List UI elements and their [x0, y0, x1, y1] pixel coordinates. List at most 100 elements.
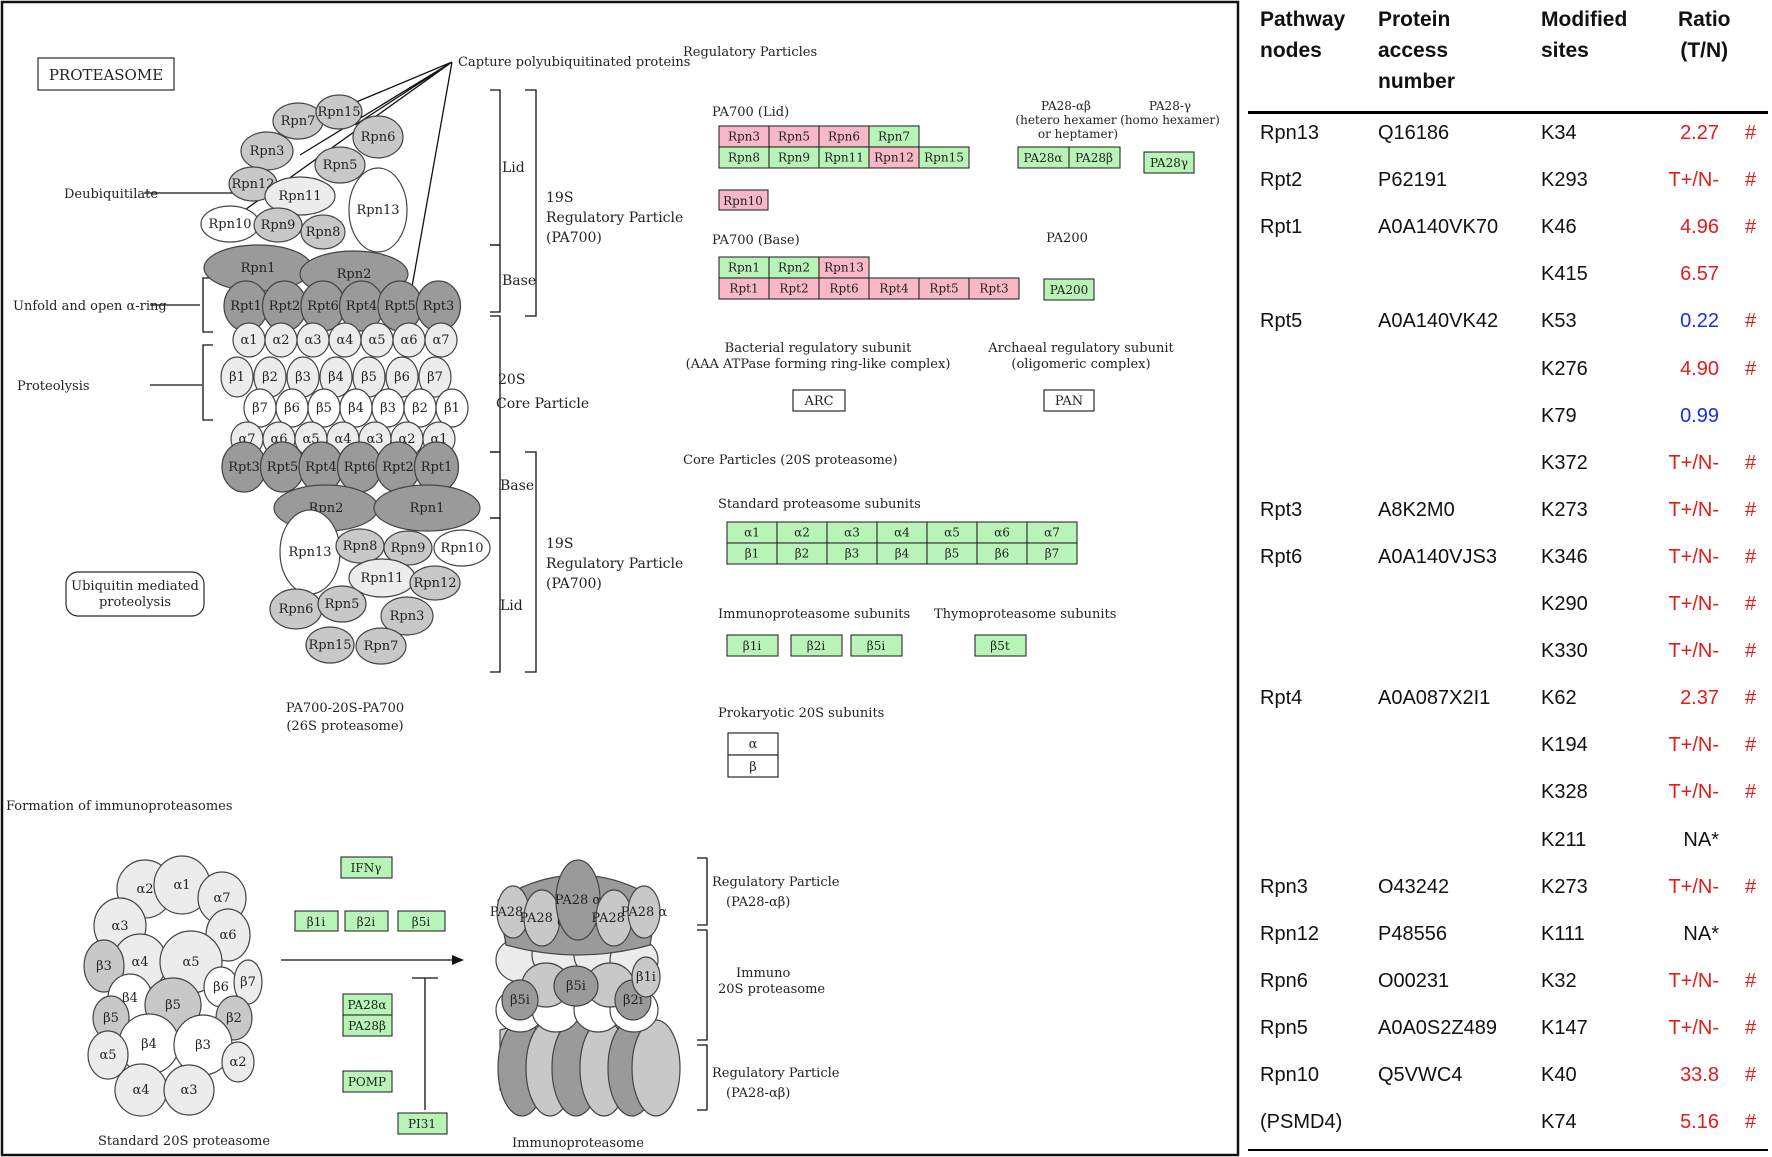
base-node-rpn2[interactable]: Rpn2: [768, 256, 820, 279]
bot-rpt-3[interactable]: Rpt6: [336, 441, 383, 493]
rpn15-bottom[interactable]: Rpn15: [305, 626, 355, 664]
bot-beta-3[interactable]: β4: [339, 388, 373, 428]
imm-bottom-cap-5[interactable]: [631, 1019, 681, 1117]
std-alpha-7[interactable]: α7: [1026, 521, 1078, 544]
rpn8-bottom[interactable]: Rpn8: [335, 528, 385, 564]
ubiquitin-mediated-proteolysis-box[interactable]: [65, 571, 205, 617]
bot-beta-0[interactable]: β7: [243, 388, 277, 428]
b1i-node[interactable]: [726, 634, 779, 657]
pan-node[interactable]: [1043, 389, 1095, 412]
top-beta-6[interactable]: β7: [418, 356, 452, 398]
std-beta-6[interactable]: β6: [976, 542, 1028, 565]
top-alpha-1[interactable]: α2: [264, 322, 298, 358]
b1i-form-node[interactable]: [294, 910, 339, 932]
top-rpt-5[interactable]: Rpt3: [415, 280, 462, 332]
rpn1-bottom[interactable]: Rpn1: [373, 484, 481, 532]
lid-node-rpn8[interactable]: Rpn8: [718, 146, 770, 169]
lid-node-rpn9[interactable]: Rpn9: [768, 146, 820, 169]
rpn7-bottom[interactable]: Rpn7: [355, 627, 407, 665]
std-beta-3[interactable]: β3: [826, 542, 878, 565]
top-beta-5[interactable]: β6: [385, 356, 419, 398]
imm-b5i-left[interactable]: β5i: [501, 979, 539, 1021]
top-alpha-5[interactable]: α6: [392, 322, 426, 358]
std20s-subunit-17[interactable]: α2: [221, 1041, 255, 1083]
rpn5-top[interactable]: Rpn5: [314, 146, 366, 184]
rpn9-bottom[interactable]: Rpn9: [383, 530, 433, 566]
base-node-rpt5[interactable]: Rpt5: [918, 277, 970, 300]
std-alpha-4[interactable]: α4: [876, 521, 928, 544]
b5i-node[interactable]: [850, 634, 903, 657]
prok-beta-node[interactable]: [727, 754, 779, 778]
bot-beta-4[interactable]: β3: [371, 388, 405, 428]
lid-node-rpn3[interactable]: Rpn3: [718, 125, 770, 148]
pomp-node[interactable]: [342, 1070, 393, 1093]
rpn9-top[interactable]: Rpn9: [253, 207, 303, 243]
top-beta-0[interactable]: β1: [220, 356, 254, 398]
base-node-rpt4[interactable]: Rpt4: [868, 277, 920, 300]
bot-beta-1[interactable]: β6: [275, 388, 309, 428]
ifng-node[interactable]: [340, 856, 393, 879]
base-node-rpt2[interactable]: Rpt2: [768, 277, 820, 300]
pi31-node[interactable]: [397, 1112, 448, 1135]
imm-b1i-right[interactable]: β1i: [631, 956, 661, 998]
lid-node-rpn15[interactable]: Rpn15: [918, 146, 970, 169]
top-beta-2[interactable]: β3: [286, 356, 320, 398]
b2i-form-node[interactable]: [344, 910, 389, 932]
bot-rpt-4[interactable]: Rpt2: [375, 441, 421, 493]
pa28b-node[interactable]: [1068, 146, 1121, 169]
arc-node[interactable]: [792, 389, 846, 412]
imm-pa28-b1[interactable]: PA28 β: [519, 889, 565, 947]
pa200-node[interactable]: [1043, 278, 1095, 301]
base-node-rpt3[interactable]: Rpt3: [968, 277, 1020, 300]
std-alpha-1[interactable]: α1: [726, 521, 778, 544]
imm-pa28-a3[interactable]: PA28 α: [621, 885, 668, 939]
top-alpha-2[interactable]: α3: [296, 322, 330, 358]
std-beta-4[interactable]: β4: [876, 542, 928, 565]
rpn6-top[interactable]: Rpn6: [352, 115, 404, 159]
rpn8-top[interactable]: Rpn8: [300, 214, 346, 250]
rpn13-top[interactable]: Rpn13: [348, 167, 408, 253]
rpn10-node[interactable]: [718, 189, 769, 211]
std-alpha-6[interactable]: α6: [976, 521, 1028, 544]
std-beta-5[interactable]: β5: [926, 542, 978, 565]
std20s-subunit-18[interactable]: α4: [114, 1063, 168, 1117]
top-rpt-4[interactable]: Rpt5: [377, 280, 423, 332]
rpn3-bottom[interactable]: Rpn3: [380, 596, 434, 636]
std20s-subunit-16[interactable]: α5: [87, 1030, 129, 1080]
bot-rpt-0[interactable]: Rpt3: [221, 441, 267, 493]
bot-beta-6[interactable]: β1: [435, 388, 469, 428]
bot-rpt-5[interactable]: Rpt1: [413, 441, 460, 493]
lid-node-rpn12[interactable]: Rpn12: [868, 146, 920, 169]
top-rpt-3[interactable]: Rpt4: [338, 280, 385, 332]
imm-b5i-center[interactable]: β5i: [553, 965, 599, 1007]
bot-beta-5[interactable]: β2: [403, 388, 437, 428]
rpn11-top[interactable]: Rpn11: [264, 176, 336, 216]
bot-beta-2[interactable]: β5: [307, 388, 341, 428]
rpn5-bottom[interactable]: Rpn5: [317, 585, 367, 623]
std20s-subunit-19[interactable]: α3: [163, 1064, 215, 1116]
std-alpha-5[interactable]: α5: [926, 521, 978, 544]
top-alpha-3[interactable]: α4: [328, 322, 362, 358]
rpn12-bottom[interactable]: Rpn12: [409, 565, 461, 601]
b5t-node[interactable]: [974, 634, 1027, 657]
rpn3-top[interactable]: Rpn3: [240, 131, 294, 171]
std20s-subunit-9[interactable]: β7: [233, 959, 263, 1005]
lid-node-rpn5[interactable]: Rpn5: [768, 125, 820, 148]
base-node-rpt1[interactable]: Rpt1: [718, 277, 770, 300]
std20s-subunit-1[interactable]: α1: [153, 855, 211, 915]
std20s-subunit-7[interactable]: β3: [83, 939, 125, 993]
rpn6-bottom[interactable]: Rpn6: [269, 588, 323, 630]
std-beta-1[interactable]: β1: [726, 542, 778, 565]
std-beta-7[interactable]: β7: [1026, 542, 1078, 565]
top-alpha-4[interactable]: α5: [360, 322, 394, 358]
imm-pa28-a2[interactable]: PA28 α: [555, 859, 602, 941]
std-alpha-3[interactable]: α3: [826, 521, 878, 544]
pa28g-node[interactable]: [1143, 151, 1195, 174]
rpn15-top[interactable]: Rpn15: [315, 94, 363, 130]
b5i-form-node[interactable]: [397, 910, 446, 932]
rpn7-top[interactable]: Rpn7: [272, 102, 324, 140]
top-alpha-0[interactable]: α1: [232, 322, 266, 358]
std-alpha-2[interactable]: α2: [776, 521, 828, 544]
lid-node-rpn6[interactable]: Rpn6: [818, 125, 870, 148]
pa28b-form-node[interactable]: [342, 1014, 393, 1037]
